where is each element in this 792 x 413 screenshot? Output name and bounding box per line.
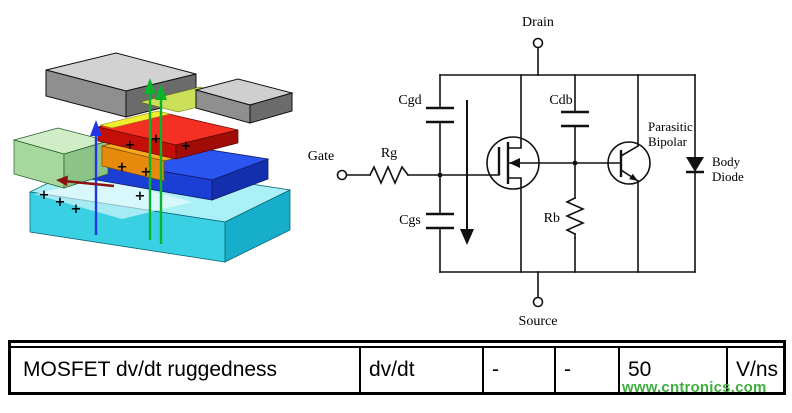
rg-label: Rg [381,146,397,161]
drain-label: Drain [522,15,554,30]
equivalent-circuit-schematic: Drain Gate Source Rg Cgd Cgs Cdb Rb Para… [308,15,744,329]
source-terminal [532,296,544,308]
rg-resistor [368,165,410,185]
parasitic-bipolar-label-line1: Parasitic [648,119,693,134]
plus-mark: + [125,138,136,153]
plus-mark: + [135,189,146,204]
plus-mark: + [117,160,128,175]
base-node-junction [572,160,578,166]
parasitic-bipolar-label-line2: Bipolar [648,134,688,149]
cell-symbol: dv/dt [359,348,482,392]
body-diode-symbol [686,157,704,174]
surface-pale-band [34,178,192,219]
gate-terminal [336,169,348,181]
watermark: www.cntronics.com [622,379,767,396]
cell-typ: - [554,348,618,392]
plus-mark: + [181,139,192,154]
drain-terminal [532,37,544,49]
current-flow-arrow-green-1 [144,78,156,240]
table-row: MOSFET dv/dt ruggedness dv/dt - - 50 V/n… [11,346,783,392]
cell-min: - [482,348,554,392]
plus-mark: + [141,165,152,180]
mosfet-symbol [486,74,540,273]
cell-parameter: MOSFET dv/dt ruggedness [23,358,278,381]
rb-label: Rb [544,211,560,226]
cdb-label: Cdb [549,93,572,108]
plus-mark: + [71,202,82,217]
body-diode-label-line1: Body [712,154,741,169]
dvdt-current-arrow [460,100,474,245]
plus-mark: + [55,195,66,210]
cgd-label: Cgd [398,93,421,108]
cgs-label: Cgs [399,213,421,228]
gate-label: Gate [308,149,334,164]
cell-max: 50 [618,348,726,392]
cdb-capacitor [561,110,589,128]
source-label: Source [519,314,558,329]
gate-metal-bar [194,78,294,124]
rb-resistor [565,196,585,239]
hole-flow-arrow-red [56,175,115,188]
cgd-capacitor [426,106,454,124]
cell-unit: V/ns [726,348,783,392]
plus-mark: + [151,132,162,147]
plus-mark: + [39,188,50,203]
parasitic-bipolar-symbol [607,74,651,273]
gate-node-junction [437,172,443,178]
mosfet-figure: + + + + + + + + + [12,15,744,329]
mosfet-3d-illustration: + + + + + + + + + [12,52,294,263]
spec-table: MOSFET dv/dt ruggedness dv/dt - - 50 V/n… [8,340,786,395]
body-diode-label-line2: Diode [712,169,744,184]
passivation-green-block [12,127,110,189]
cgs-capacitor [426,212,454,230]
oxide-yellow-strip [99,110,171,129]
current-flow-arrow-green-2 [155,84,167,244]
